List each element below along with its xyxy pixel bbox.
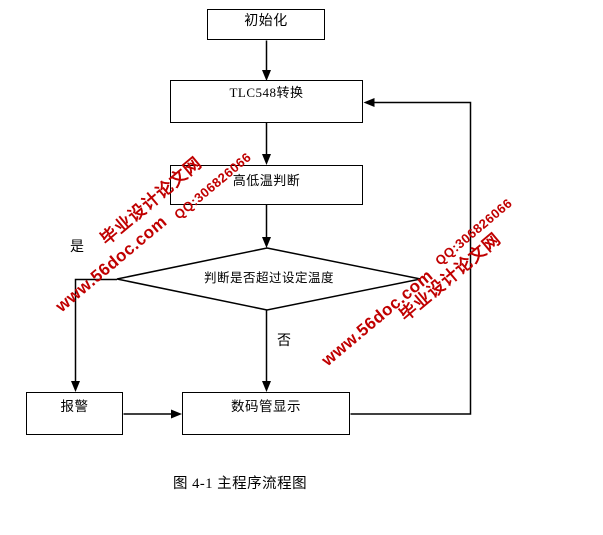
arrowhead-init-to-adc (262, 70, 271, 81)
arrowhead-adc-to-judge (262, 154, 271, 165)
node-display-label: 数码管显示 (231, 398, 301, 414)
arrowhead-judge-to-decision (262, 237, 271, 248)
edge-decision-yes-to-alarm (74, 278, 117, 383)
node-decision: 判断是否超过设定温度 (117, 248, 421, 310)
node-adc-label: TLC548转换 (229, 85, 304, 100)
node-temp-judge: 高低温判断 (170, 165, 363, 205)
arrowhead-alarm-to-display (171, 409, 182, 419)
edge-display-loop-to-adc (350, 101, 472, 415)
node-decision-label: 判断是否超过设定温度 (203, 270, 334, 285)
node-display: 数码管显示 (182, 392, 350, 435)
arrowhead-decision-to-display (262, 381, 271, 392)
edge-label-yes: 是 (70, 240, 84, 255)
node-alarm: 报警 (26, 392, 123, 435)
node-init: 初始化 (207, 9, 325, 40)
node-alarm-label: 报警 (60, 398, 89, 414)
node-adc-convert: TLC548转换 (170, 80, 363, 123)
edge-label-no: 否 (277, 334, 291, 349)
arrowhead-loop-to-adc (363, 98, 375, 107)
arrowhead-decision-to-alarm (71, 381, 80, 392)
node-temp-judge-label: 高低温判断 (232, 172, 301, 188)
figure-caption: 图 4-1 主程序流程图 (173, 476, 308, 492)
node-init-label: 初始化 (244, 13, 288, 29)
